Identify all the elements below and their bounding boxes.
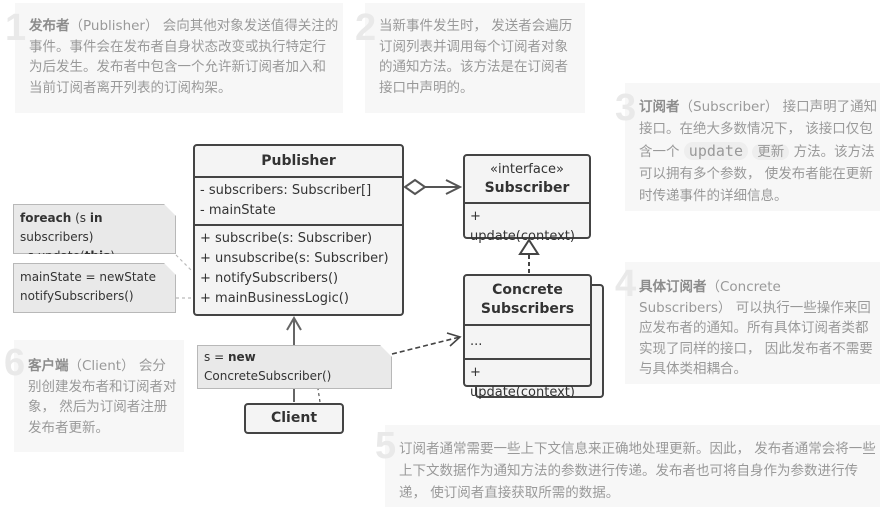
method: + mainBusinessLogic() [200, 291, 349, 306]
term-subscriber: 订阅者 [639, 99, 680, 115]
code-update: update [683, 142, 748, 160]
note-client: 6 客户端（Client） 会分别创建发布者和订阅者对象， 然后为订阅者注册发布… [4, 340, 184, 452]
step-number: 4 [615, 263, 637, 305]
methods-section: + update(context) [465, 202, 589, 250]
stereotype: «interface» [490, 162, 564, 177]
method: + update(context) [470, 209, 575, 244]
method: + subscribe(s: Subscriber) [200, 231, 373, 246]
term-concrete-subscribers: 具体订阅者 [639, 279, 707, 295]
term-publisher: 发布者 [29, 18, 70, 34]
note-text: 订阅者通常需要一些上下文信息来正确地处理更新。因此， 发布者通常会将一些上下文数… [399, 441, 876, 501]
code-text: subscribers) [20, 230, 94, 244]
note-text: （Client） 会分别创建发布者和订阅者对象， 然后为订阅者注册发布者更新。 [28, 358, 177, 436]
subscriber-interface[interactable]: «interface» Subscriber + update(context) [463, 154, 591, 244]
publisher-class[interactable]: Publisher - subscribers: Subscriber[] - … [193, 144, 404, 316]
step-number: 2 [355, 7, 377, 49]
keyword: new [227, 350, 256, 364]
client-class[interactable]: Client [244, 403, 344, 434]
class-title: Client [270, 410, 318, 426]
code-note-client: s = new ConcreteSubscriber() publisher.s… [197, 345, 392, 389]
note-context: 5 订阅者通常需要一些上下文信息来正确地处理更新。因此， 发布者通常会将一些上下… [375, 425, 880, 507]
methods-section: + update(context) [465, 358, 590, 406]
update-translation: 更新 [752, 144, 790, 160]
keyword: in [89, 211, 103, 225]
code-text: ConcreteSubscriber() [204, 369, 332, 383]
note-publisher: 1 发布者（Publisher） 会向其他对象发送值得关注的事件。事件会在发布者… [5, 3, 343, 113]
step-number: 1 [5, 7, 27, 49]
field: - mainState [200, 203, 276, 218]
note-subscriber: 3 订阅者（Subscriber） 接口声明了通知接口。在绝大多数情况下， 该接… [615, 83, 880, 211]
fields-section: ... [465, 324, 590, 358]
term-client: 客户端 [28, 358, 69, 374]
step-number: 3 [615, 87, 637, 129]
step-number: 5 [375, 425, 397, 467]
methods-section: + subscribe(s: Subscriber) + unsubscribe… [195, 224, 402, 312]
code-line: notifySubscribers() [20, 289, 134, 303]
note-anchor-notify [175, 254, 194, 273]
note-text: （Subscriber） 接口声明了通知接口。在绝大多数情况下， 该接口仅包含一… [639, 99, 878, 160]
method: + notifySubscribers() [200, 271, 339, 286]
code-text: (s [71, 211, 90, 225]
code-note-business-logic: mainState = newState notifySubscribers() [13, 263, 176, 313]
note-text: 方法。该方法可以拥有多个参数， 使发布者能在更新时传递事件的详细信息。 [639, 144, 875, 204]
method: + update(context) [470, 365, 575, 400]
keyword: foreach [20, 211, 72, 225]
class-title: Subscriber [484, 180, 570, 196]
field: ... [470, 334, 483, 349]
class-title-line2: Subscribers [480, 301, 575, 317]
note-text: 当新事件发生时， 发送者会遍历订阅列表并调用每个订阅者对象的通知方法。该方法是在… [379, 18, 573, 96]
aggregation-arrow [403, 178, 463, 196]
code-line: mainState = newState [20, 270, 156, 284]
realization-arrow [518, 238, 540, 275]
field: - subscribers: Subscriber[] [200, 183, 372, 198]
class-title: Publisher [261, 153, 336, 169]
fields-section: - subscribers: Subscriber[] - mainState [195, 176, 402, 224]
client-concrete-dependency [391, 332, 462, 355]
concrete-subscribers-class[interactable]: Concrete Subscribers ... + update(contex… [463, 274, 592, 400]
step-number: 6 [4, 342, 26, 384]
note-concrete-subscribers: 4 具体订阅者（Concrete Subscribers） 可以执行一些操作来回… [615, 262, 880, 384]
code-note-notify: foreach (s in subscribers) s.update(this… [13, 204, 176, 254]
note-text: （Publisher） 会向其他对象发送值得关注的事件。事件会在发布者自身状态改… [29, 18, 339, 96]
note-anchor-client [317, 388, 321, 403]
code-text: s = [204, 350, 228, 364]
note-notification: 2 当新事件发生时， 发送者会遍历订阅列表并调用每个订阅者对象的通知方法。该方法… [355, 3, 585, 113]
method: + unsubscribe(s: Subscriber) [200, 251, 389, 266]
note-text: （Concrete Subscribers） 可以执行一些操作来回应发布者的通知… [639, 279, 873, 377]
class-title-line1: Concrete [492, 282, 563, 298]
